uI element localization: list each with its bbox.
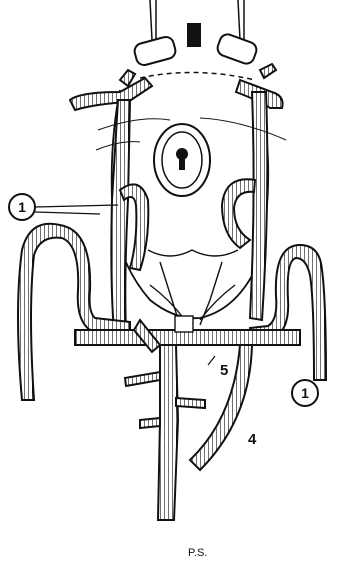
label-4: 4 — [248, 431, 257, 448]
label-5-leader — [208, 356, 215, 365]
artist-signature: P.S. — [188, 547, 207, 559]
upper-vessels — [70, 64, 283, 110]
dashed-arc — [140, 72, 255, 80]
label-5: 5 — [220, 362, 228, 379]
marker-1-left-text: 1 — [18, 199, 26, 215]
marker-1-right: 1 — [292, 380, 318, 406]
marker-1-left: 1 — [9, 194, 118, 220]
marker-1-right-text: 1 — [301, 385, 309, 401]
inner-vessel-mesh — [148, 250, 238, 332]
keyhole-device — [154, 124, 210, 196]
